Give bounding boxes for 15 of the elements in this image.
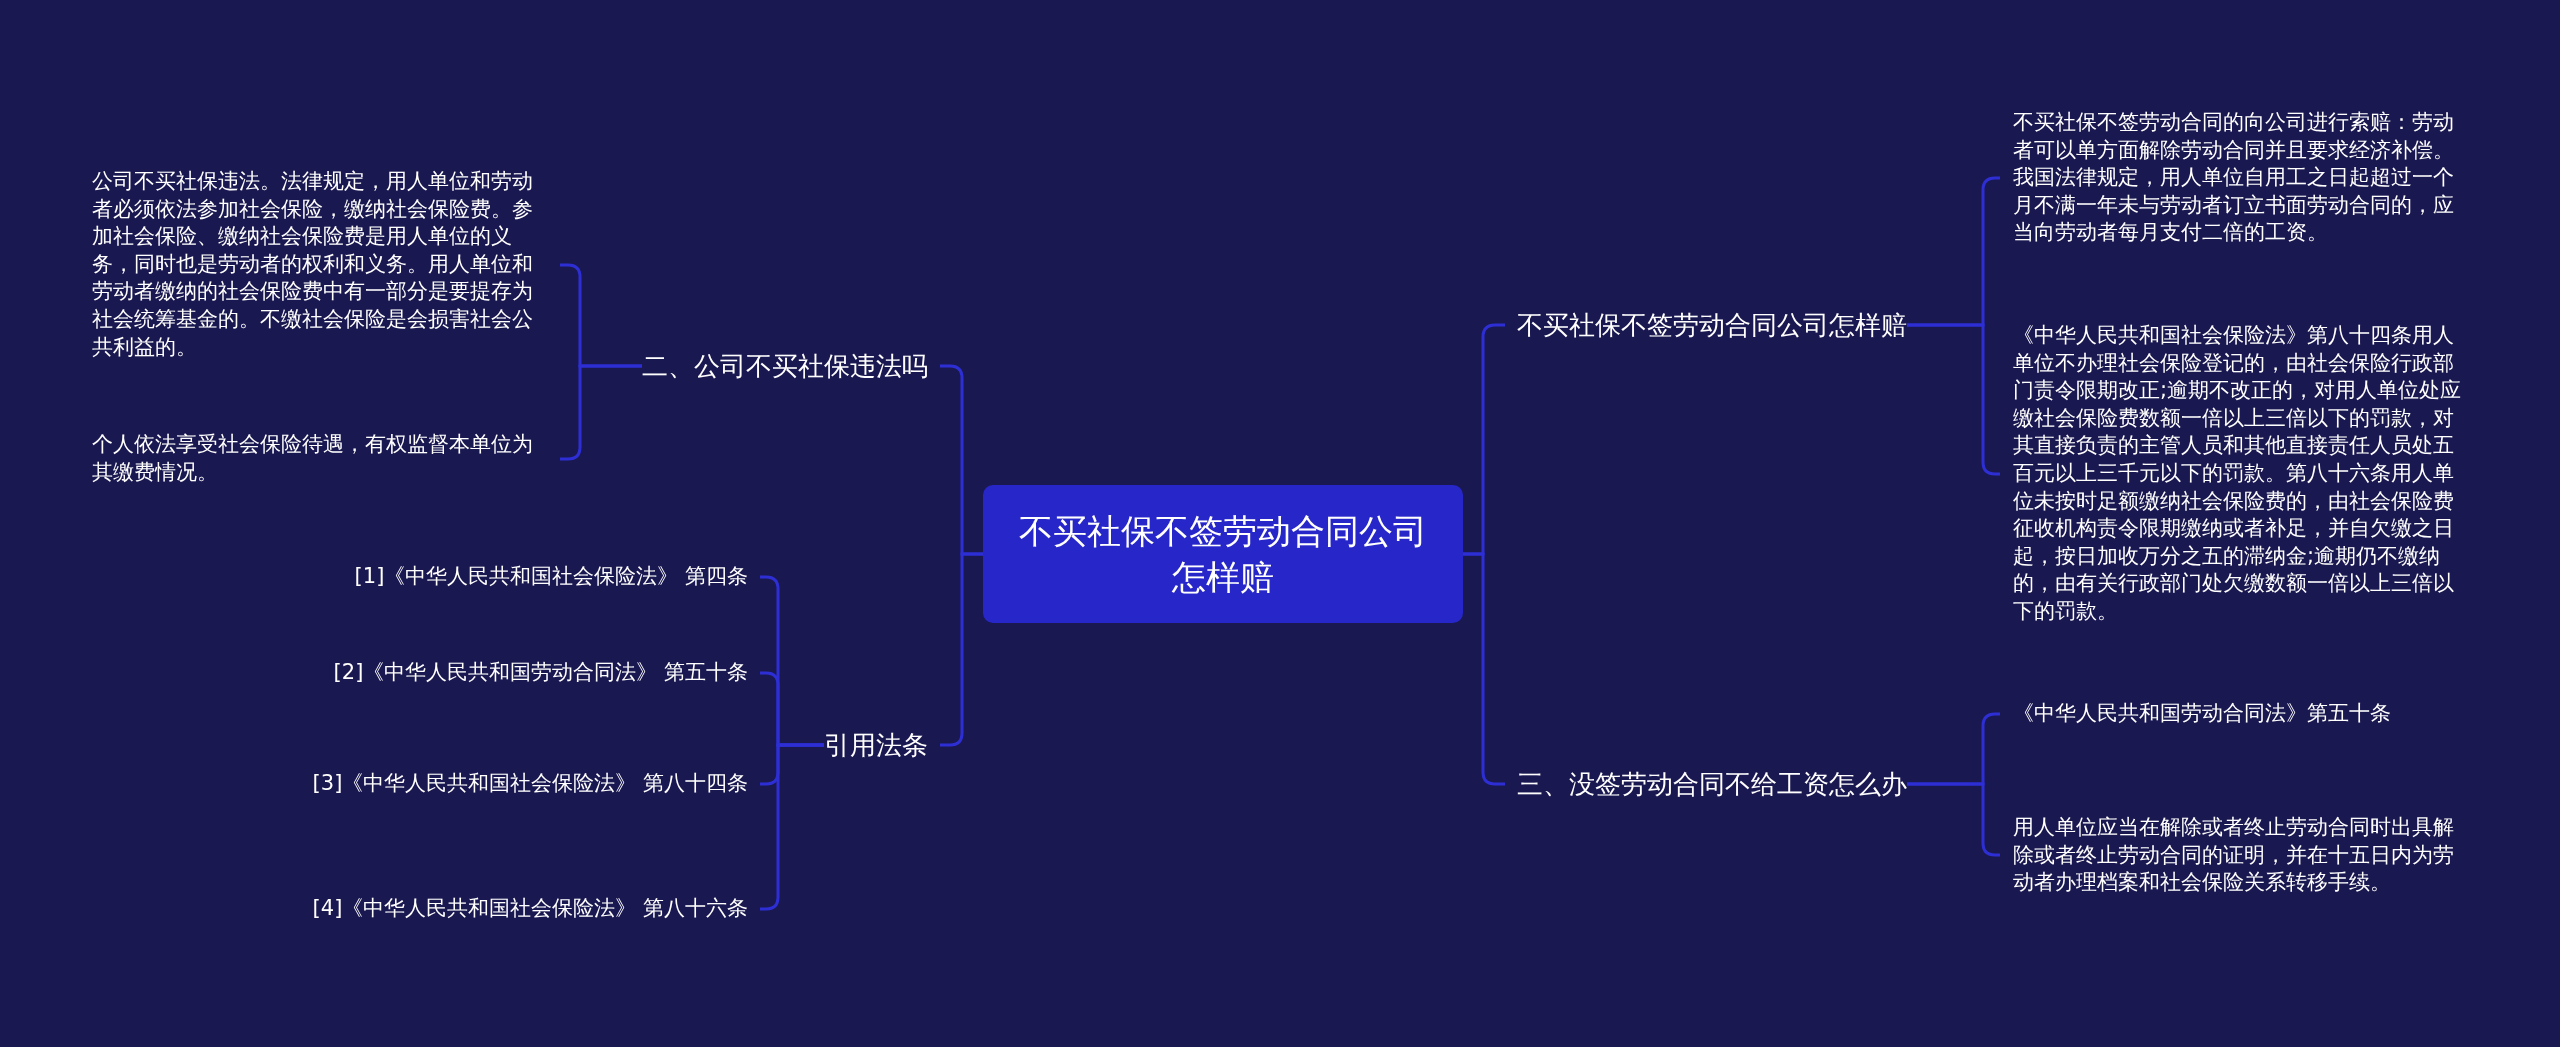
topic-text: 引用法条 [824,728,940,762]
topic-text: 三、没签劳动合同不给工资怎么办 [1505,767,1907,801]
citation-text: [1]《中华人民共和国社会保险法》 第四条 [354,563,760,591]
note-text: 《中华人民共和国社会保险法》第八十四条用人单位不办理社会保险登记的，由社会保险行政部门责令限期改正;逾期不改正的，对用人单位处应缴社会保险费数额一倍以上三倍以下的罚款，对其直接负责的主管人员和其他直接责任人员处五百元以上三千元以下的罚款。第八十六条用人单位未按时足额缴纳社会保险费的，由社会保险费征收机构责令限期缴纳或者补足，并自欠缴之日起，按日加收万分之五的滞纳金;逾期仍不缴纳的，由有关行政部门处欠缴数额一倍以上三倍以下的罚款。 [2000,322,2470,626]
topic-text: 二、公司不买社保违法吗 [642,349,940,383]
central-topic-box: 不买社保不签劳动合同公司怎样赔 [983,485,1463,623]
citation-text: [4]《中华人民共和国社会保险法》 第八十六条 [312,895,760,923]
note-text: 不买社保不签劳动合同的向公司进行索赔：劳动者可以单方面解除劳动合同并且要求经济补偿。我国法律规定，用人单位自用工之日起超过一个月不满一年未与劳动者订立书面劳动合同的，应当向劳动者每月支付二倍的工资。 [2000,109,2470,247]
note-text: 公司不买社保违法。法律规定，用人单位和劳动者必须依法参加社会保险，缴纳社会保险费。参加社会保险、缴纳社会保险费是用人单位的义务，同时也是劳动者的权利和义务。用人单位和劳动者缴纳的社会保险费中有一部分是要提存为社会统筹基金的。不缴社会保险是会损害社会公共利益的。 [92,168,560,362]
topic-text: 不买社保不签劳动合同公司怎样赔 [1505,308,1907,342]
citation-text: [2]《中华人民共和国劳动合同法》 第五十条 [333,659,760,687]
note-text: 《中华人民共和国劳动合同法》第五十条 [2000,700,2470,728]
note-text: 个人依法享受社会保险待遇，有权监督本单位为其缴费情况。 [92,431,560,487]
citation-text: [3]《中华人民共和国社会保险法》 第八十四条 [312,770,760,798]
note-text: 用人单位应当在解除或者终止劳动合同时出具解除或者终止劳动合同的证明，并在十五日内为劳动者办理档案和社会保险关系转移手续。 [2000,813,2470,897]
